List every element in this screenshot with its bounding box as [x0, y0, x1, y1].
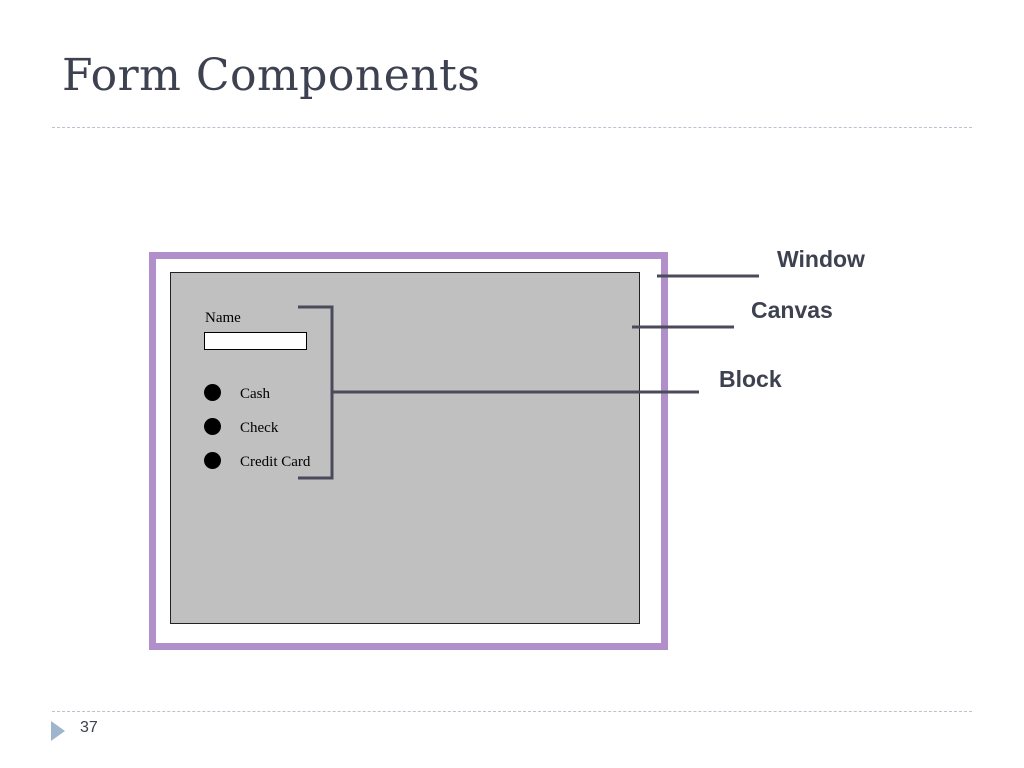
radio-label-credit-card: Credit Card [240, 454, 311, 470]
callout-window: Window [777, 246, 865, 272]
callout-canvas: Canvas [751, 297, 833, 323]
radio-label-cash: Cash [240, 386, 270, 402]
triangle-bullet-icon [51, 721, 65, 741]
name-input[interactable] [204, 332, 307, 350]
slide-title: Form Components [62, 50, 481, 101]
radio-credit-card[interactable] [204, 452, 221, 469]
title-divider [52, 127, 972, 128]
radio-label-check: Check [240, 420, 279, 436]
name-label: Name [205, 310, 241, 326]
radio-check[interactable] [204, 418, 221, 435]
callout-block: Block [719, 366, 782, 392]
page-number: 37 [80, 719, 98, 736]
radio-cash[interactable] [204, 384, 221, 401]
canvas-area [170, 272, 640, 624]
footer-divider [52, 711, 972, 712]
